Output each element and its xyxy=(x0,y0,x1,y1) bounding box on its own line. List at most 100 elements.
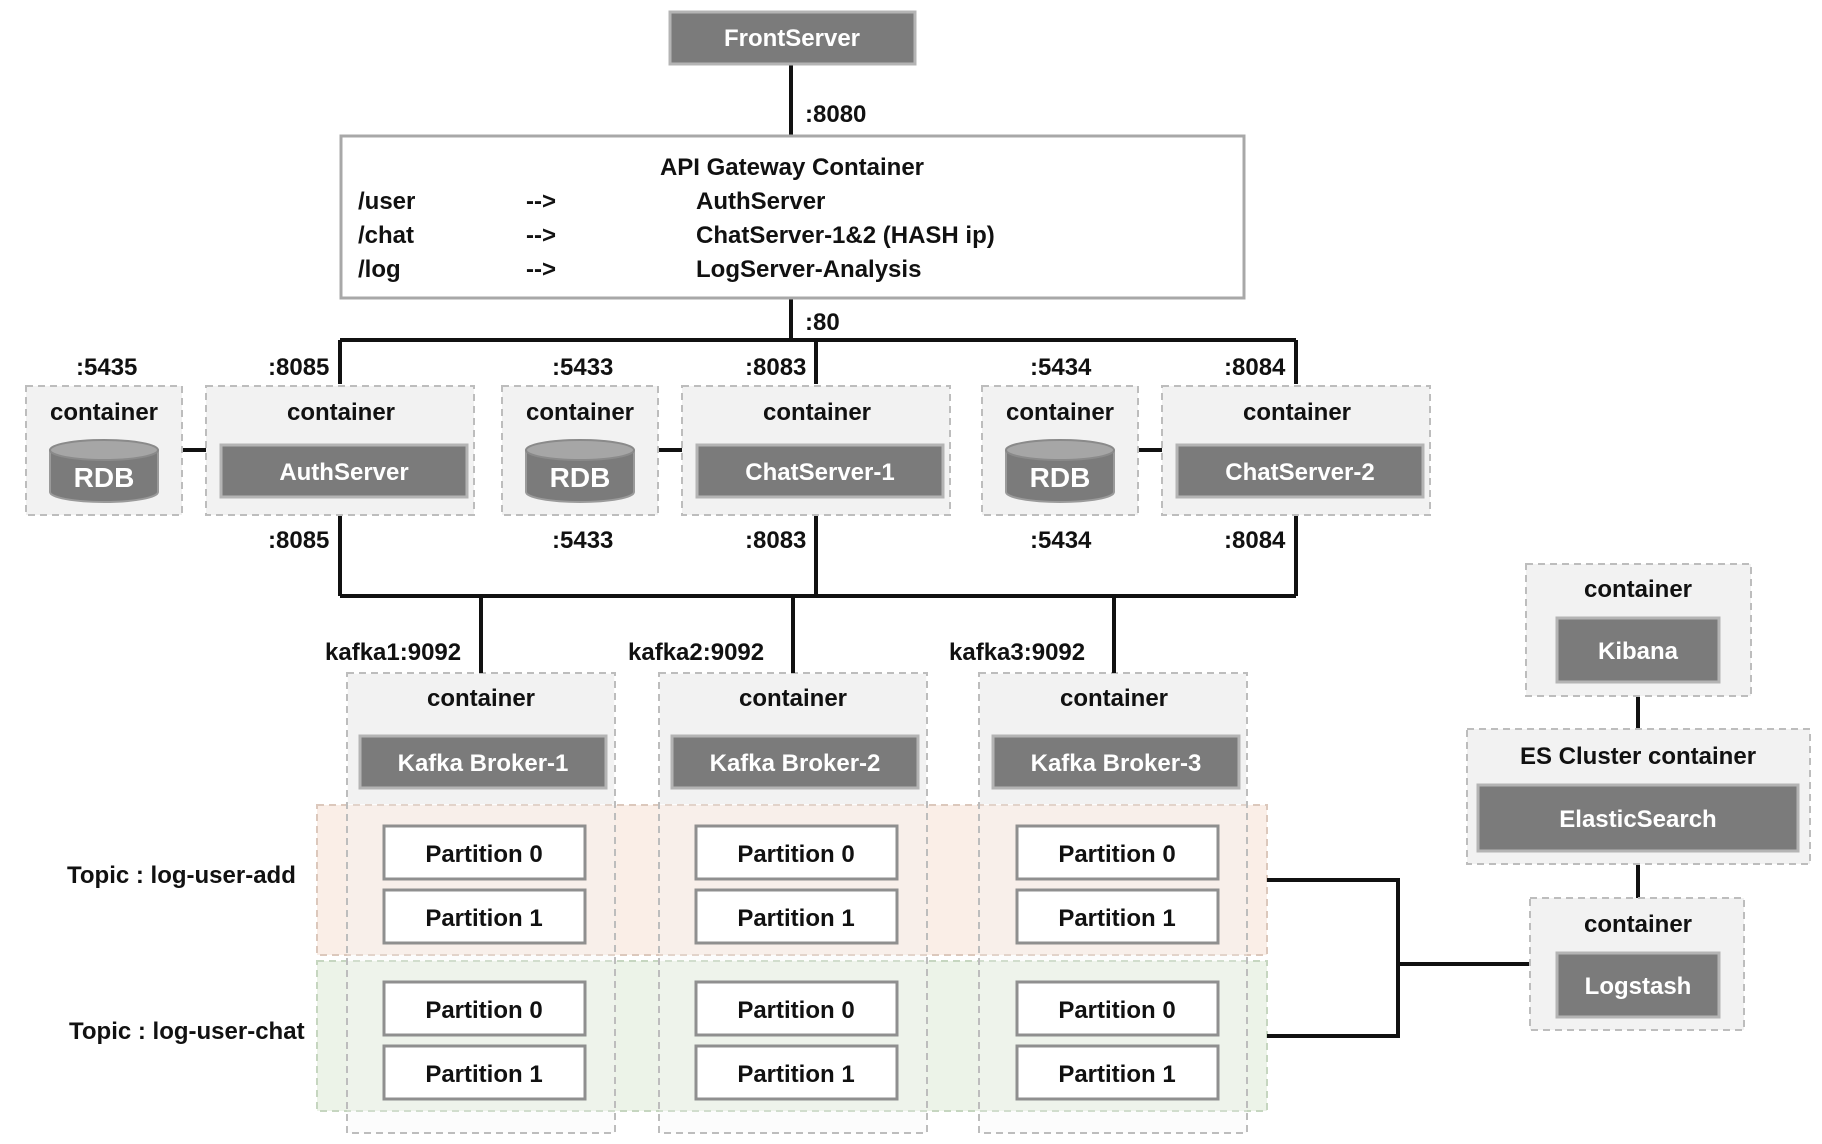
kafka-address-label: kafka2:9092 xyxy=(628,639,764,666)
kafka-address-label: kafka1:9092 xyxy=(325,639,461,666)
server-port-label: :8085 xyxy=(268,354,329,381)
partition-label: Partition 0 xyxy=(425,841,542,868)
container-label: container xyxy=(1060,685,1168,712)
kafka-broker-box xyxy=(358,734,608,790)
front-server-box xyxy=(668,10,917,66)
server-port-label: :8084 xyxy=(1224,354,1286,381)
server-port-label: :8083 xyxy=(745,354,806,381)
partition-box xyxy=(1015,1044,1220,1101)
database-icon xyxy=(525,439,635,503)
topics-to-logstash-line xyxy=(1267,878,1400,1038)
partition-box xyxy=(694,824,899,881)
topics: Topic : log-user-add Topic : log-user-ch… xyxy=(67,824,1220,1101)
kibana-box xyxy=(1555,616,1721,684)
chatserver-1-box xyxy=(695,443,945,499)
kafka-broker-box xyxy=(670,734,920,790)
gateway-route-target: AuthServer xyxy=(696,188,825,215)
rdb-label: RDB xyxy=(550,462,611,493)
rdb-port-label: :5433 xyxy=(552,354,613,381)
api-gateway-box xyxy=(339,134,1246,300)
front-server-label: FrontServer xyxy=(724,25,860,52)
front-server-port: :8080 xyxy=(805,101,866,128)
server-port-bottom-label: :8083 xyxy=(745,527,806,554)
partition-box xyxy=(694,980,899,1037)
chatserver-2-box xyxy=(1175,443,1425,499)
rdb-port-bottom-label: :5434 xyxy=(1030,527,1092,554)
rdb-port-label: :5434 xyxy=(1030,354,1092,381)
container-label: container xyxy=(1243,399,1351,426)
logstash-box xyxy=(1555,951,1721,1019)
container-label: container xyxy=(1006,399,1114,426)
partition-label: Partition 1 xyxy=(1058,1061,1175,1088)
partition-label: Partition 1 xyxy=(425,905,542,932)
container-label: container xyxy=(287,399,395,426)
partition-box xyxy=(1015,980,1220,1037)
gateway-route-arrow: --> xyxy=(526,222,556,249)
partition-label: Partition 1 xyxy=(1058,905,1175,932)
rdb-port-label: :5435 xyxy=(76,354,137,381)
partition-label: Partition 1 xyxy=(425,1061,542,1088)
authserver-box xyxy=(219,443,469,499)
elasticsearch-box xyxy=(1476,783,1800,853)
gateway-route-target: LogServer-Analysis xyxy=(696,256,921,283)
gateway-route-path: /user xyxy=(358,188,415,215)
container-label: container xyxy=(50,399,158,426)
logstash-label: Logstash xyxy=(1585,973,1692,1000)
chatserver-2-label: ChatServer-2 xyxy=(1225,459,1374,486)
elk-stack: container Kibana ES Cluster container El… xyxy=(1466,563,1811,1031)
partition-label: Partition 0 xyxy=(425,997,542,1024)
topic-label: Topic : log-user-add xyxy=(67,862,296,889)
kibana-container-label: container xyxy=(1584,576,1692,603)
rdb-label: RDB xyxy=(1030,462,1091,493)
container-label: container xyxy=(526,399,634,426)
server-port-bottom-label: :8084 xyxy=(1224,527,1286,554)
partition-box xyxy=(382,888,587,945)
gateway-route-target: ChatServer-1&2 (HASH ip) xyxy=(696,222,995,249)
partition-box xyxy=(1015,888,1220,945)
api-gateway-title: API Gateway Container xyxy=(660,154,924,181)
kafka-brokers: kafka1:9092 kafka2:9092 kafka3:9092 cont… xyxy=(325,639,1241,790)
database-icon xyxy=(1005,439,1115,503)
chatserver-1-label: ChatServer-1 xyxy=(745,459,894,486)
partition-label: Partition 0 xyxy=(737,841,854,868)
kafka-broker-box xyxy=(991,734,1241,790)
kafka-broker-label: Kafka Broker-3 xyxy=(1031,750,1202,777)
kafka-broker-label: Kafka Broker-2 xyxy=(710,750,881,777)
kafka-address-label: kafka3:9092 xyxy=(949,639,1085,666)
gateway-out-port: :80 xyxy=(805,309,840,336)
partition-box xyxy=(382,980,587,1037)
database-icon xyxy=(49,439,159,503)
es-cluster-container-label: ES Cluster container xyxy=(1520,743,1756,770)
logstash-container-label: container xyxy=(1584,911,1692,938)
elasticsearch-label: ElasticSearch xyxy=(1559,806,1716,833)
partition-label: Partition 1 xyxy=(737,1061,854,1088)
partition-label: Partition 1 xyxy=(737,905,854,932)
gateway-route-arrow: --> xyxy=(526,188,556,215)
server-port-bottom-label: :8085 xyxy=(268,527,329,554)
rdb-port-bottom-label: :5433 xyxy=(552,527,613,554)
topic-label: Topic : log-user-chat xyxy=(69,1018,305,1045)
front-server-node: FrontServer :8080 xyxy=(668,10,917,128)
kafka-broker-label: Kafka Broker-1 xyxy=(398,750,569,777)
gateway-route-path: /chat xyxy=(358,222,414,249)
api-gateway-node: API Gateway Container /user --> AuthServ… xyxy=(339,134,1246,336)
partition-label: Partition 0 xyxy=(1058,841,1175,868)
partition-box xyxy=(1015,824,1220,881)
partition-label: Partition 0 xyxy=(737,997,854,1024)
gateway-route-arrow: --> xyxy=(526,256,556,283)
container-label: container xyxy=(739,685,847,712)
kibana-label: Kibana xyxy=(1598,638,1679,665)
container-label: container xyxy=(763,399,871,426)
authserver-label: AuthServer xyxy=(279,459,408,486)
rdb-label: RDB xyxy=(74,462,135,493)
partition-box xyxy=(694,1044,899,1101)
partition-box xyxy=(694,888,899,945)
server-row: :5435 :8085 :5433 :8083 :5434 :8084 cont… xyxy=(25,354,1431,554)
connection-lines xyxy=(182,64,1640,1038)
gateway-route-path: /log xyxy=(358,256,401,283)
partition-box xyxy=(382,824,587,881)
partition-label: Partition 0 xyxy=(1058,997,1175,1024)
partition-box xyxy=(382,1044,587,1101)
container-label: container xyxy=(427,685,535,712)
